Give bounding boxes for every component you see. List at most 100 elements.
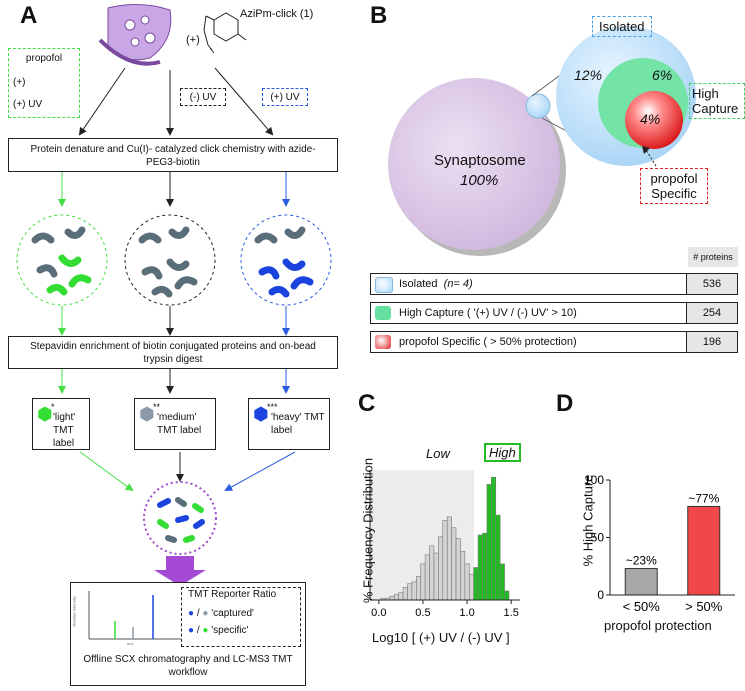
minus-uv-box: (-) UV bbox=[180, 88, 226, 106]
propofol-name: propofol bbox=[25, 53, 63, 64]
heavy-label-text: 'heavy' TMT label bbox=[271, 412, 325, 436]
isolated-pct: 12% bbox=[574, 67, 603, 83]
specific-tag: propofol Specific bbox=[640, 168, 708, 204]
histogram-bar bbox=[429, 545, 435, 601]
low-region-label: Low bbox=[426, 446, 450, 461]
x-tick-label: 1.0 bbox=[459, 607, 474, 619]
hexagon-icon: ⬢ bbox=[37, 404, 53, 424]
histogram-bar bbox=[499, 563, 505, 601]
histogram-bar bbox=[398, 592, 404, 601]
legend-row-specific: propofol Specific ( > 50% protection) 19… bbox=[370, 331, 738, 353]
click-chemistry-step: Protein denature and Cu(I)- catalyzed cl… bbox=[8, 138, 338, 172]
ratio-title: TMT Reporter Ratio bbox=[188, 589, 277, 600]
bar bbox=[687, 505, 721, 596]
d-ylabel: % High Capture bbox=[580, 474, 596, 567]
histogram-bar bbox=[420, 563, 426, 601]
specific-circle bbox=[625, 91, 683, 149]
legend-count: 196 bbox=[686, 332, 737, 352]
captured-label: 'captured' bbox=[211, 608, 254, 619]
legend-label: Isolated bbox=[399, 278, 438, 290]
category-label: > 50% bbox=[685, 599, 723, 614]
hexagon-icon: ⬢ bbox=[139, 404, 155, 424]
probe-structure bbox=[203, 12, 247, 54]
y-tick-label: 100 bbox=[584, 473, 604, 487]
histogram-bar bbox=[433, 552, 439, 601]
histogram-bar bbox=[491, 476, 497, 601]
legend-row-isolated: Isolated (n= 4) 536 bbox=[370, 273, 738, 295]
pin-icon: ● bbox=[188, 608, 195, 619]
histogram-bar bbox=[393, 594, 399, 601]
synaptosome-label: Synaptosome bbox=[434, 152, 526, 169]
panel-label-d: D bbox=[556, 390, 574, 417]
c-xlabel: Log10 [ (+) UV / (-) UV ] bbox=[372, 630, 510, 645]
enrichment-step: Stepavidin enrichment of biotin conjugat… bbox=[8, 336, 338, 369]
histogram-chart: 0.0 0.5 1.0 1.5 bbox=[369, 470, 520, 619]
histogram-bar bbox=[460, 550, 466, 601]
ms-workflow-box: Relative intensity m/z TMT Reporter Rati… bbox=[70, 582, 306, 686]
d-xlabel: propofol protection bbox=[604, 618, 712, 633]
y-tick-label: 50 bbox=[591, 531, 605, 545]
panel-label-a: A bbox=[20, 2, 38, 29]
bar-chart: ~23% < 50% ~77% > 50% 0 50 100 bbox=[584, 473, 735, 614]
spectrum-xlabel: m/z bbox=[127, 641, 134, 646]
isolated-tag: Isolated bbox=[592, 16, 652, 37]
histogram-bar bbox=[473, 567, 479, 601]
hexagon-icon: ⬢ bbox=[253, 404, 269, 424]
legend-note: (n= 4) bbox=[443, 278, 473, 290]
histogram-bar bbox=[438, 536, 444, 601]
x-tick-label: 1.5 bbox=[504, 607, 519, 619]
heavy-label-box: ⬢ *** 'heavy' TMT label bbox=[248, 398, 330, 450]
panel-label-b: B bbox=[370, 2, 388, 29]
light-label-box: ⬢ * 'light' TMT label bbox=[32, 398, 90, 450]
light-label-text: 'light' TMT label bbox=[53, 412, 76, 449]
histogram-bar bbox=[402, 587, 408, 601]
plus-uv-box: (+) UV bbox=[262, 88, 308, 106]
spectrum-ylabel: Relative intensity bbox=[71, 596, 77, 627]
pin-icon: ● bbox=[188, 625, 195, 636]
legend-count: 254 bbox=[686, 303, 737, 323]
category-label: < 50% bbox=[623, 599, 661, 614]
histogram-bar bbox=[416, 576, 422, 601]
legend-label: High Capture ( '(+) UV / (-) UV' > 10) bbox=[399, 307, 577, 319]
histogram-bar bbox=[486, 484, 492, 601]
histogram-bar bbox=[446, 516, 452, 601]
histogram-bar bbox=[411, 581, 417, 601]
propofol-plus: (+) bbox=[13, 77, 26, 88]
propofol-plus-uv: (+) UV bbox=[13, 99, 43, 110]
x-tick-label: 0.0 bbox=[371, 607, 386, 619]
histogram-bar bbox=[389, 596, 395, 601]
pin-icon: ● bbox=[202, 608, 209, 619]
probe-plus: (+) bbox=[186, 34, 200, 46]
histogram-bar bbox=[468, 574, 474, 601]
isolated-small-circle bbox=[525, 93, 551, 119]
histogram-bar bbox=[495, 514, 501, 601]
medium-stars: ** bbox=[153, 402, 161, 412]
synaptosome-circle bbox=[388, 78, 560, 250]
propofol-condition-box: propofol (+) (+) UV bbox=[8, 48, 80, 118]
x-tick-label: 0.5 bbox=[415, 607, 430, 619]
synaptosome-pct: 100% bbox=[460, 172, 499, 189]
histogram-bar bbox=[477, 534, 483, 601]
panel-label-c: C bbox=[358, 390, 376, 417]
high-capture-tag: High Capture bbox=[689, 83, 745, 119]
histogram-bar bbox=[424, 554, 430, 601]
bar bbox=[624, 568, 658, 596]
down-arrow-icon bbox=[154, 556, 206, 586]
medium-label-box: ⬢ ** 'medium' TMT label bbox=[134, 398, 216, 450]
high-capture-pct: 6% bbox=[652, 67, 673, 83]
histogram-bar bbox=[482, 532, 488, 601]
histogram-bar bbox=[451, 527, 457, 601]
legend-label: propofol Specific ( > 50% protection) bbox=[399, 336, 577, 348]
histogram-bar bbox=[455, 538, 461, 601]
final-step-text: Offline SCX chromatography and LC-MS3 TM… bbox=[83, 654, 293, 678]
high-region-label: High bbox=[484, 443, 521, 462]
bar-value-label: ~23% bbox=[626, 554, 657, 568]
y-tick-label: 0 bbox=[597, 588, 604, 602]
medium-label-text: 'medium' TMT label bbox=[157, 412, 202, 436]
histogram-bar bbox=[442, 520, 448, 601]
heavy-stars: *** bbox=[267, 402, 278, 412]
bar-value-label: ~77% bbox=[688, 491, 719, 505]
panel-b-venn bbox=[388, 26, 696, 256]
pin-icon: ● bbox=[202, 625, 209, 636]
synapse-illustration bbox=[98, 4, 172, 66]
